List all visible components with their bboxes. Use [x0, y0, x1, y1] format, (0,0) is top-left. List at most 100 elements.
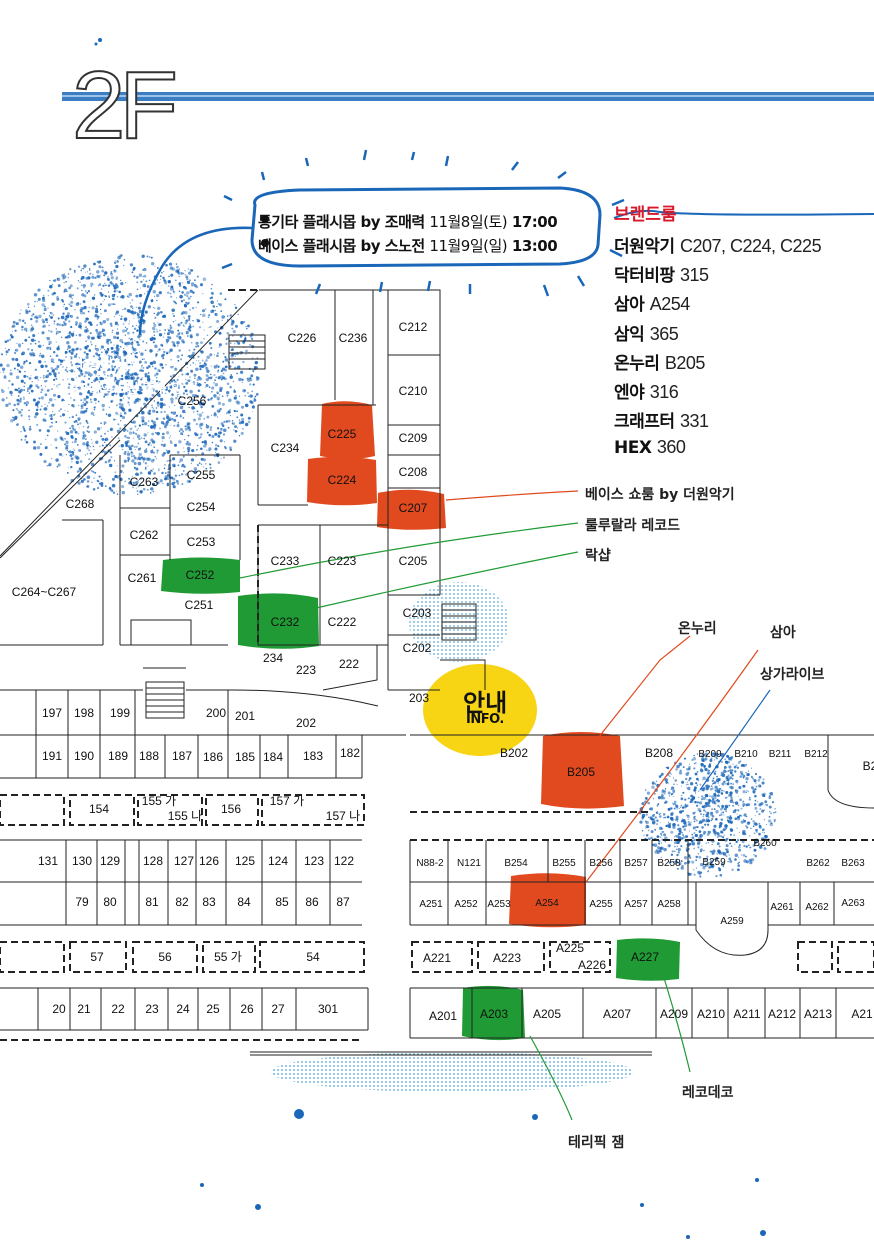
room-label: C207 — [399, 501, 428, 515]
store-annotation: 베이스 쇼룸 by 더원악기 — [585, 487, 735, 503]
room-label: 190 — [74, 749, 94, 763]
floor-label: 2F — [71, 52, 179, 159]
room-label: A223 — [493, 951, 521, 965]
store-annotation: 룰루랄라 레코드 — [585, 518, 681, 534]
room-label: A255 — [589, 899, 613, 910]
floor-walls — [0, 289, 874, 1056]
room-label: 84 — [237, 895, 251, 909]
room-label: 185 — [235, 750, 255, 764]
room-label: 203 — [409, 691, 429, 705]
room-label: 191 — [42, 749, 62, 763]
store-annotation: 상가라이브 — [760, 667, 825, 683]
room-label: 155 가 — [142, 794, 176, 808]
room-label: A261 — [770, 902, 794, 913]
brand-item: 온누리 B205 — [614, 353, 705, 374]
room-label: 23 — [145, 1002, 159, 1016]
room-label: C226 — [288, 331, 317, 345]
room-label: A201 — [429, 1009, 457, 1023]
room-label: 200 — [206, 706, 226, 720]
room-label: B208 — [645, 746, 673, 760]
room-label: 79 — [75, 895, 89, 909]
room-label: B212 — [804, 749, 828, 760]
room-label: 25 — [206, 1002, 220, 1016]
brand-item: HEX 360 — [614, 437, 686, 458]
room-label: 182 — [340, 746, 360, 760]
room-label: C202 — [403, 641, 432, 655]
room-label: 188 — [139, 749, 159, 763]
dashed-walls — [0, 289, 874, 1041]
room-label: A257 — [624, 899, 648, 910]
room-label: 234 — [263, 651, 283, 665]
room-label: A221 — [423, 951, 451, 965]
room-label: 80 — [103, 895, 117, 909]
room-label: 81 — [145, 895, 159, 909]
room-label: A259 — [720, 916, 744, 927]
header-rule — [62, 92, 874, 101]
room-label: 198 — [74, 706, 94, 720]
info-label-en: INFO. — [466, 712, 504, 727]
room-label: 131 — [38, 854, 58, 868]
room-label: C254 — [187, 500, 216, 514]
room-label: 201 — [235, 709, 255, 723]
room-label: 87 — [336, 895, 350, 909]
room-label: C210 — [399, 384, 428, 398]
room-label: 183 — [303, 749, 323, 763]
room-label: C255 — [187, 468, 216, 482]
room-label: 24 — [176, 1002, 190, 1016]
room-label: A211 — [733, 1007, 760, 1021]
room-label: 27 — [271, 1002, 285, 1016]
event-2: 베이스 플래시몹 by 스노전 11월9일(일) 13:00 — [258, 237, 558, 255]
room-label: 184 — [263, 750, 283, 764]
room-label: C262 — [130, 528, 159, 542]
room-label: 154 — [89, 802, 109, 816]
room-label: 202 — [296, 716, 316, 730]
room-label: 21 — [77, 1002, 91, 1016]
store-annotation: 테리픽 잼 — [568, 1135, 625, 1151]
room-label: C236 — [339, 331, 368, 345]
flashmob-splatter-left — [0, 254, 260, 495]
room-label: A203 — [480, 1007, 508, 1021]
red-highlights — [307, 401, 624, 928]
room-label: 199 — [110, 706, 130, 720]
room-label: B211 — [769, 749, 792, 760]
room-label: C205 — [399, 554, 428, 568]
room-label: 20 — [52, 1002, 66, 1016]
room-label: B202 — [500, 746, 528, 760]
info-blob — [423, 664, 537, 756]
leader-lines — [239, 490, 771, 1121]
room-label: B257 — [624, 858, 648, 869]
brand-item: 닥터비팡 315 — [614, 265, 709, 286]
room-label: B210 — [734, 749, 758, 760]
room-label: A226 — [578, 958, 606, 972]
brand-room-heading: 브랜드룸 — [614, 205, 677, 225]
event-1: 통기타 플래시몹 by 조매력 11월8일(토) 17:00 — [258, 213, 558, 231]
room-label: 57 — [90, 950, 104, 964]
room-label: C208 — [399, 465, 428, 479]
room-label: A207 — [603, 1007, 631, 1021]
room-label: C233 — [271, 554, 300, 568]
room-label: 186 — [203, 750, 223, 764]
brand-item: 엔야 316 — [614, 382, 679, 403]
room-label: 22 — [111, 1002, 125, 1016]
flashmob-note-line2: 종로3가역 5번 출구 앞 — [56, 382, 184, 397]
room-label: N121 — [457, 858, 481, 869]
room-label: A225 — [556, 941, 584, 955]
event-bubble — [138, 149, 625, 336]
room-label: 197 — [42, 706, 62, 720]
room-label: A262 — [805, 902, 829, 913]
room-label: C251 — [185, 598, 214, 612]
room-label: A213 — [804, 1007, 832, 1021]
room-label: A258 — [657, 899, 681, 910]
room-label: A210 — [697, 1007, 725, 1021]
room-label: 124 — [268, 854, 288, 868]
room-label: A209 — [660, 1007, 688, 1021]
room-label: 125 — [235, 854, 255, 868]
room-label: 222 — [339, 657, 359, 671]
room-label: 86 — [305, 895, 319, 909]
room-label: A205 — [533, 1007, 561, 1021]
room-label: A263 — [841, 898, 865, 909]
sanga-live-splatter — [638, 752, 777, 878]
room-label: C252 — [186, 568, 215, 582]
